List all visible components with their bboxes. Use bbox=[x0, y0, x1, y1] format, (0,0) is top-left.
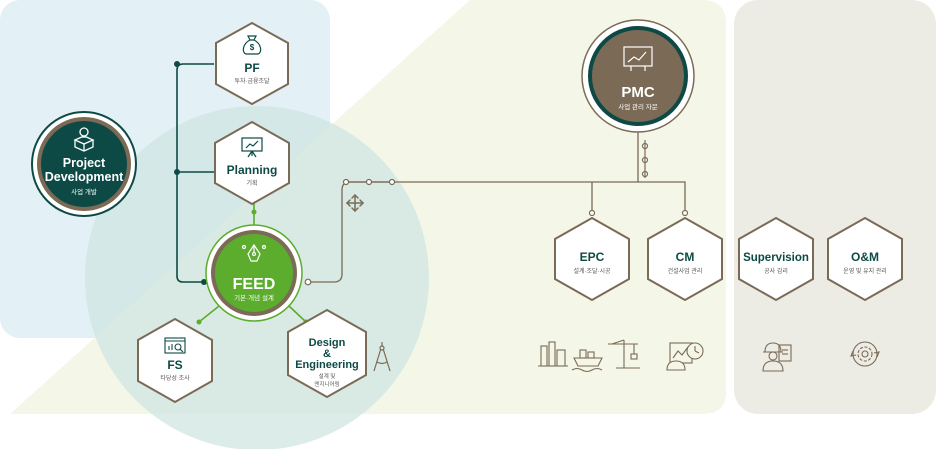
epc-node[interactable]: EPC 설계·조달·시공 bbox=[554, 216, 630, 302]
pmc-subtitle: 사업 관리 자문 bbox=[618, 102, 658, 111]
feed-subtitle: 기본·개념 설계 bbox=[234, 293, 274, 302]
fs-title: FS bbox=[167, 358, 182, 372]
design-title-line3: Engineering bbox=[295, 359, 359, 371]
epc-subtitle: 설계·조달·시공 bbox=[573, 267, 611, 275]
project-development-title-line1: Project bbox=[63, 156, 106, 170]
pen-nib-icon bbox=[241, 243, 267, 262]
design-subtitle-line2: 엔지니어링 bbox=[314, 380, 339, 388]
presentation-board-icon bbox=[623, 46, 653, 71]
supervision-node[interactable]: Supervision 공사 감리 bbox=[738, 216, 814, 302]
design-title-line2: & bbox=[323, 348, 331, 360]
pf-title: PF bbox=[244, 61, 259, 75]
project-development-title-line2: Development bbox=[45, 170, 124, 184]
planning-title: Planning bbox=[227, 163, 278, 177]
report-chart-icon bbox=[164, 337, 186, 354]
supervision-title: Supervision bbox=[743, 252, 809, 264]
compass-icon bbox=[373, 342, 391, 372]
om-node[interactable]: O&M 운영 및 유지 관리 bbox=[827, 216, 903, 302]
pmc-node[interactable]: PMC 사업 관리 자문 bbox=[581, 19, 695, 133]
design-engineering-node[interactable]: Design & Engineering 설계 및 엔지니어링 bbox=[287, 308, 367, 399]
pmc-title: PMC bbox=[621, 84, 655, 101]
money-bag-icon bbox=[242, 35, 262, 55]
execution-dots bbox=[304, 142, 689, 286]
fs-subtitle: 타당성 조사 bbox=[160, 374, 190, 382]
schedule-hardhat-icon bbox=[666, 342, 704, 371]
connector-dots bbox=[174, 61, 207, 285]
design-subtitle-line1: 설계 및 bbox=[319, 372, 336, 380]
pf-currency-glyph: $ bbox=[250, 43, 255, 52]
design-title-line1: Design bbox=[309, 337, 346, 349]
feed-title: FEED bbox=[233, 276, 276, 293]
planning-node[interactable]: Planning 기획 bbox=[214, 120, 290, 206]
chart-easel-icon bbox=[241, 137, 263, 158]
gear-cycle-icon bbox=[850, 341, 880, 367]
project-development-node[interactable]: Project Development 사업 개발 bbox=[31, 111, 137, 217]
cm-node[interactable]: CM 건설사업 관리 bbox=[647, 216, 723, 302]
plant-ship-crane-icon bbox=[538, 339, 640, 373]
cm-subtitle: 건설사업 관리 bbox=[668, 267, 703, 275]
operation-zone-panel bbox=[734, 0, 936, 414]
pf-subtitle: 투자·금융조달 bbox=[234, 77, 270, 85]
fs-node[interactable]: FS 타당성 조사 bbox=[137, 317, 213, 404]
move-arrows-icon[interactable] bbox=[345, 193, 365, 213]
worker-blueprint-icon bbox=[762, 342, 792, 372]
epc-title: EPC bbox=[580, 250, 605, 264]
om-subtitle: 운영 및 유지 관리 bbox=[843, 267, 887, 275]
supervision-subtitle: 공사 감리 bbox=[764, 267, 788, 275]
om-title: O&M bbox=[851, 250, 879, 264]
project-development-subtitle: 사업 개발 bbox=[71, 187, 97, 196]
feed-node[interactable]: FEED 기본·개념 설계 bbox=[205, 224, 303, 322]
pf-node[interactable]: $ PF 투자·금융조달 bbox=[215, 21, 289, 106]
box-lightbulb-icon bbox=[73, 127, 95, 152]
cm-title: CM bbox=[676, 250, 695, 264]
planning-subtitle: 기획 bbox=[246, 179, 257, 187]
